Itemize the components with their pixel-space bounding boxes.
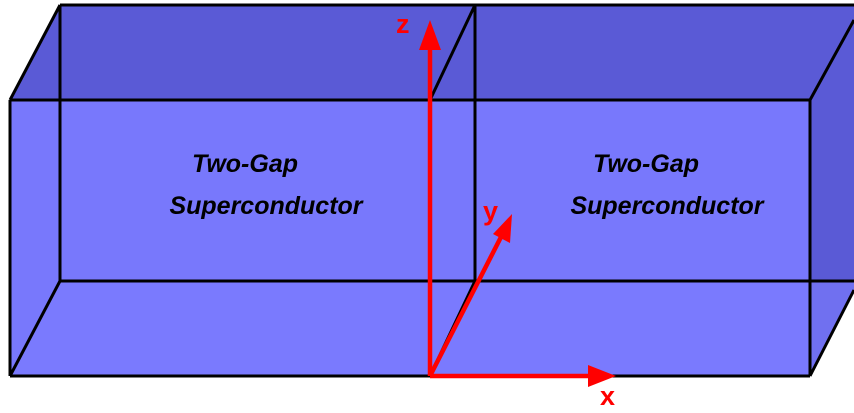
depth-bottom-left-edge	[8, 280, 62, 377]
right-block-label: Two-Gap Superconductor	[570, 150, 764, 220]
left-block-label-line1: Two-Gap	[192, 150, 298, 178]
coordinate-axes: z y x	[396, 9, 616, 411]
depth-top-left-edge	[8, 4, 62, 101]
z-axis-arrowhead	[419, 20, 441, 50]
block-edges	[8, 3, 854, 378]
left-block-label: Two-Gap Superconductor	[169, 150, 363, 220]
right-block-label-line2: Superconductor	[570, 192, 764, 220]
depth-top-middle-edge	[428, 4, 477, 101]
depth-top-right-edge	[808, 19, 854, 101]
z-axis-label: z	[396, 9, 410, 39]
left-block-front-face	[10, 100, 430, 376]
y-axis-label: y	[483, 196, 498, 226]
y-axis-line	[427, 235, 504, 378]
depth-bottom-right-edge	[808, 289, 854, 377]
left-block-label-line2: Superconductor	[169, 192, 363, 220]
right-block-front-face	[430, 100, 810, 376]
x-axis-label: x	[600, 381, 615, 411]
right-block-label-line1: Two-Gap	[593, 150, 699, 178]
front-faces	[10, 100, 810, 376]
x-axis-arrowhead	[588, 365, 616, 387]
y-axis-arrowhead	[493, 214, 512, 243]
